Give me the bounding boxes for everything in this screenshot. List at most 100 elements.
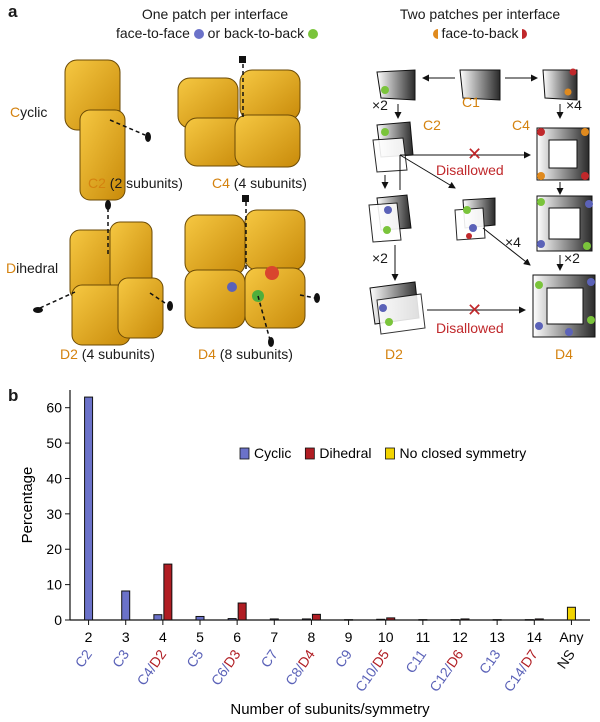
red-half-patch-icon [522,29,528,40]
bar-cyclic [153,614,163,621]
x-tick-label: Any [559,629,583,645]
d2-model [33,200,173,346]
legend-label: No closed symmetry [399,445,526,461]
bar-cyclic [418,619,428,621]
row-label-dihedral: Dihedral [6,260,59,276]
x-tick-label: 8 [308,629,316,645]
y-axis-title: Percentage [19,467,36,544]
symmetry-label-part: C3 [109,646,132,670]
symmetry-label: C12/D6 [426,646,466,694]
x-tick-label: 10 [378,629,394,645]
y-tick-label: 30 [46,506,62,522]
scheme-x4-1: ×4 [566,97,582,113]
left-header-face-to-face: face-to-face [115,25,190,41]
symmetry-label: C14/D7 [500,646,540,694]
y-tick-label: 0 [54,612,62,628]
y-tick-label: 50 [46,435,62,451]
bar-no-closed-symmetry [566,606,576,621]
x-tick-label: 5 [196,629,204,645]
x-tick-label: 7 [270,629,278,645]
y-tick-label: 40 [46,470,62,486]
bar-cyclic [524,619,534,621]
symmetry-label: C9 [332,646,355,670]
bar-dihedral [237,602,247,621]
symmetry-label-part: C9 [332,646,355,670]
disallowed-cross-1: ✕ [467,144,482,164]
scheme-d2: D2 [385,346,403,362]
legend-label: Cyclic [254,445,291,461]
symmetry-label: C2 [72,646,95,670]
c4-model [177,56,301,168]
scheme-c4: C4 [512,117,530,133]
scheme-c2: C2 [423,117,441,133]
c2-caption: C2 (2 subunits) [88,175,183,191]
x-tick-label: 4 [159,629,167,645]
panel-a-label: a [8,2,18,21]
symmetry-label: C8/D4 [282,646,318,688]
scheme-c1: C1 [462,94,480,110]
y-tick-label: 10 [46,577,62,593]
right-header-line1: Two patches per interface [399,6,561,22]
symmetry-label: C6/D3 [208,646,244,688]
left-header-line1: One patch per interface [141,6,289,22]
right-header-line2: face-to-back [400,25,560,41]
bar-cyclic [301,618,311,621]
scheme-x2-2: ×2 [372,250,388,266]
bar-dihedral [386,617,396,621]
x-tick-label: 3 [122,629,130,645]
d4-caption: D4 (8 subunits) [198,346,293,362]
bar-cyclic [195,615,205,621]
symmetry-label-part: C7 [257,646,280,670]
bar-dihedral [163,563,173,621]
symmetry-label: C7 [257,646,280,670]
symmetry-label: C3 [109,646,132,670]
symmetry-label: C11 [402,646,429,676]
blue-patch-icon [193,29,204,40]
scheme-x2-1: ×2 [372,97,388,113]
bar-cyclic [376,618,386,621]
x-tick-label: 13 [489,629,505,645]
protein-models-figure [33,56,320,347]
panel-b-label: b [8,386,19,405]
bar-cyclic [492,619,502,621]
x-tick-label: 14 [526,629,542,645]
symmetry-label: C4/D2 [133,646,169,688]
symmetry-label-part: C5 [183,646,206,670]
symmetry-label: C5 [183,646,206,670]
symmetry-label-part: C2 [72,646,95,670]
left-header-line2: face-to-face or back-to-back [92,25,342,41]
green-patch-icon [308,29,319,40]
x-tick-label: 9 [345,629,353,645]
assembly-scheme: ✕ ✕ [368,68,596,338]
d2-caption: D2 (4 subunits) [60,346,155,362]
scheme-disallowed-1: Disallowed [436,162,504,178]
scheme-x4-2: ×4 [505,234,521,250]
bar-dihedral [460,618,470,621]
legend-label: Dihedral [319,445,371,461]
c2-model [64,59,151,201]
x-tick-label: 6 [233,629,241,645]
x-tick-label: 12 [452,629,468,645]
y-tick-label: 20 [46,541,62,557]
symmetry-label-part: NS [554,647,578,672]
scheme-disallowed-2: Disallowed [436,320,504,336]
legend-swatch [239,447,250,460]
bar-cyclic [450,619,460,621]
c4-caption: C4 (4 subunits) [212,175,307,191]
right-header-face-to-back: face-to-back [441,25,519,41]
left-header-back-to-back: or back-to-back [207,25,305,41]
legend-swatch [385,447,395,460]
c1-shape [459,69,501,101]
c1-left-shape [376,69,416,101]
orange-half-patch-icon [432,29,438,40]
x-tick-label: 11 [416,629,431,645]
symmetry-label: C13 [476,646,504,676]
bar-cyclic [84,396,94,621]
bar-cyclic [121,590,131,621]
bar-dihedral [534,618,544,621]
scheme-x2-3: ×2 [564,250,580,266]
x-axis-title: Number of subunits/symmetry [230,701,430,718]
symmetry-label: C10/D5 [352,646,392,694]
bar-dihedral [311,613,321,621]
